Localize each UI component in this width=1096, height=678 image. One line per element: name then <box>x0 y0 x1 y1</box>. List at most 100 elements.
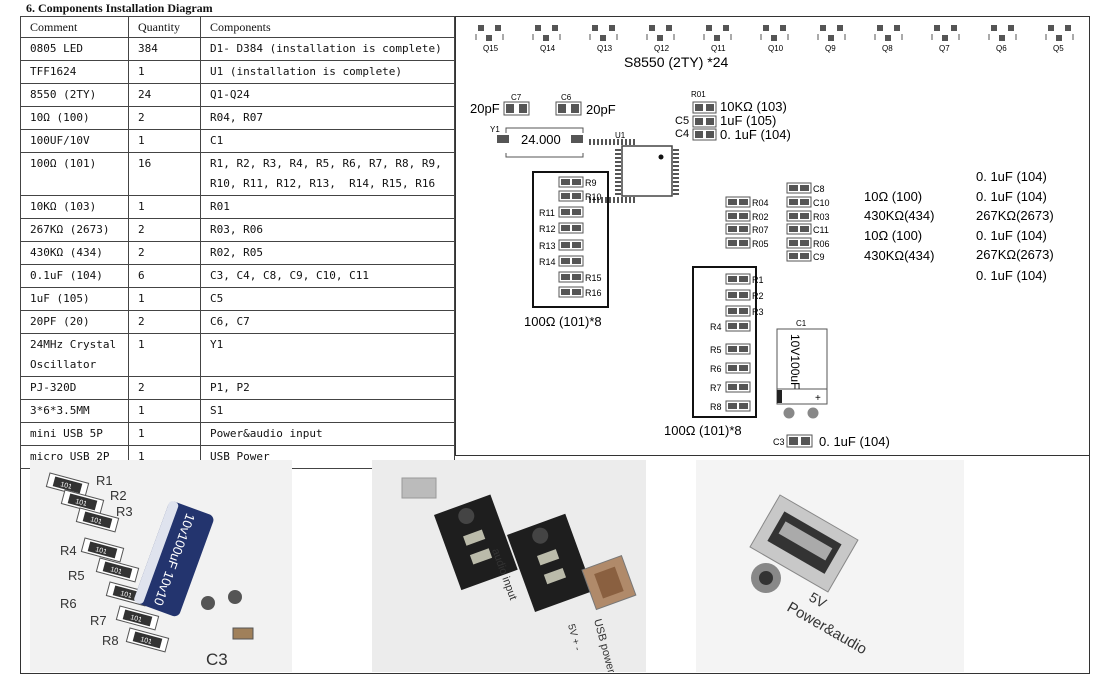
smd-code: 101 <box>74 498 87 508</box>
table-cell: 2 <box>128 106 201 130</box>
smd-resistor: 101 <box>45 472 90 498</box>
table-cell: 430KΩ (434) <box>20 241 129 265</box>
column-header: Components <box>200 16 455 38</box>
pf20-right-label: 20pF <box>586 102 616 117</box>
table-cell: P1, P2 <box>200 376 455 400</box>
table-cell: R01 <box>200 195 455 219</box>
smd-code: 101 <box>89 516 102 526</box>
photo1-resistor-label: R1 <box>96 473 113 488</box>
table-cell: Q1-Q24 <box>200 83 455 107</box>
transistor-label: Q6 <box>996 44 1007 53</box>
table-cell: R03, R06 <box>200 218 455 242</box>
y1-label: Y1 <box>490 125 500 134</box>
table-cell: 10Ω (100) <box>20 106 129 130</box>
resistor-pad <box>725 289 751 301</box>
table-cell: C3, C4, C8, C9, C10, C11 <box>200 264 455 288</box>
u1-chip-footprint <box>589 139 679 203</box>
table-cell: C6, C7 <box>200 310 455 334</box>
resistor-label: R1 <box>752 275 764 285</box>
transistor-label: Q15 <box>483 44 499 53</box>
resistor-pad <box>558 255 584 267</box>
box1-caption: 100Ω (101)*8 <box>524 314 602 329</box>
photo1-resistor-label: R8 <box>102 633 119 648</box>
smd-resistor: 101 <box>75 507 120 533</box>
table-cell: 1 <box>128 129 201 153</box>
resistor-label: R16 <box>585 288 602 298</box>
c7-pad <box>503 101 530 116</box>
u1-label: U1 <box>615 131 626 140</box>
smd-resistor: 101 <box>80 537 125 563</box>
c1-capacitor-footprint <box>776 328 828 419</box>
resistor-label: R07 <box>752 225 769 235</box>
table-cell: 384 <box>128 37 201 61</box>
r01-value: 10KΩ (103) <box>720 99 787 114</box>
resistor-label: R4 <box>710 322 722 332</box>
smd-code: 101 <box>139 636 152 646</box>
table-cell: 2 <box>128 376 201 400</box>
table-cell: 0.1uF (104) <box>20 264 129 288</box>
transistor-label: Q9 <box>825 44 836 53</box>
value-text: 0. 1uF (104) <box>976 228 1047 243</box>
5v-text: 5V <box>807 589 830 612</box>
smd-code: 101 <box>129 614 142 624</box>
resistor-pad <box>786 210 812 222</box>
transistor-footprint <box>988 25 1017 41</box>
table-cell: 10KΩ (103) <box>20 195 129 219</box>
resistor-pad <box>725 305 751 317</box>
table-cell: 1 <box>128 195 201 219</box>
c1-text: 10V100uF <box>788 334 802 389</box>
table-cell: C5 <box>200 287 455 311</box>
resistor-pad <box>786 237 812 249</box>
resistor-label: R7 <box>710 383 722 393</box>
smd-resistor: 101 <box>125 627 170 653</box>
table-cell: R1, R2, R3, R4, R5, R6, R7, R8, R9, R10,… <box>200 152 455 196</box>
value-text: 10Ω (100) <box>864 228 922 243</box>
resistor-label: C9 <box>813 252 825 262</box>
resistor-pad <box>725 196 751 208</box>
value-text: 267KΩ(2673) <box>976 208 1054 223</box>
table-cell: 1 <box>128 60 201 84</box>
c1-label: C1 <box>796 319 807 328</box>
c6-label: C6 <box>561 93 572 102</box>
photo1-resistor-label: R2 <box>110 488 127 503</box>
resistor-pad <box>558 190 584 202</box>
column-header: Quantity <box>128 16 201 38</box>
resistor-pad <box>786 196 812 208</box>
transistor-footprint <box>1045 25 1074 41</box>
resistor-label: R5 <box>710 345 722 355</box>
transistor-label: Q10 <box>768 44 784 53</box>
s8550-label: S8550 (2TY) *24 <box>624 54 728 70</box>
c6-pad <box>555 101 582 116</box>
r01-label: R01 <box>691 90 706 99</box>
photo1-resistor-label: R4 <box>60 543 77 558</box>
table-cell: mini USB 5P <box>20 422 129 446</box>
resistor-pad <box>725 237 751 249</box>
audio-jack-1 <box>434 494 518 591</box>
c3-label: C3 <box>773 437 785 447</box>
resistor-pad <box>725 343 751 355</box>
value-text: 10Ω (100) <box>864 189 922 204</box>
resistor-label: R06 <box>813 239 830 249</box>
resistor-label: R04 <box>752 198 769 208</box>
smd-code: 101 <box>94 546 107 556</box>
transistor-label: Q8 <box>882 44 893 53</box>
table-cell: 24MHz Crystal Oscillator <box>20 333 129 377</box>
resistor-pad <box>558 286 584 298</box>
resistor-label: R14 <box>539 257 556 267</box>
table-cell: 20PF (20) <box>20 310 129 334</box>
